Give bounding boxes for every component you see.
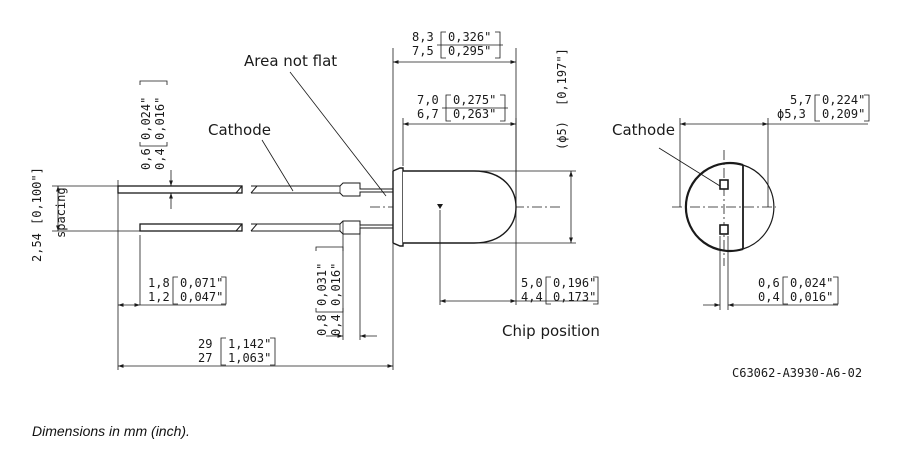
front-extension-lines: [679, 118, 769, 310]
side-extension-lines: [52, 48, 576, 370]
cathode-side-leader: [261, 139, 294, 192]
svg-text:[0,100"]: [0,100"]: [30, 167, 44, 225]
svg-text:spacing: spacing: [54, 187, 68, 238]
svg-text:0,031": 0,031": [315, 263, 329, 306]
lead-thickness-dimension: 0,6 0,4 0,024" 0,016": [139, 80, 168, 170]
svg-text:1,8: 1,8: [148, 276, 170, 290]
svg-text:0,016": 0,016": [329, 263, 343, 306]
body-length-dimension: 7,0 6,7 0,275" 0,263": [417, 93, 508, 122]
svg-text:0,209": 0,209": [822, 107, 865, 121]
svg-text:6,7: 6,7: [417, 107, 439, 121]
svg-text:0,173": 0,173": [553, 290, 596, 304]
svg-text:0,4: 0,4: [758, 290, 780, 304]
svg-text:5,0: 5,0: [521, 276, 543, 290]
front-cathode-lead: [719, 179, 729, 190]
svg-text:0,016": 0,016": [790, 290, 833, 304]
part-number: C63062-A3930-A6-02: [732, 366, 862, 380]
cathode-front-label: Cathode: [612, 121, 675, 139]
svg-text:0,295": 0,295": [448, 44, 491, 58]
svg-text:0,6: 0,6: [139, 148, 153, 170]
chip-position-label: Chip position: [502, 322, 600, 340]
front-view: Cathode 5,7 ϕ5,3 0,224" 0,209" 0,6 0,4 0…: [612, 93, 870, 310]
pitch-dimension: 2,54 [0,100"]: [30, 167, 44, 262]
svg-text:7,0: 7,0: [417, 93, 439, 107]
svg-text:0,8: 0,8: [315, 314, 329, 336]
svg-text:0,016": 0,016": [153, 97, 167, 140]
neck-dimension: 0,8 0,4 0,031" 0,016": [315, 246, 344, 336]
area-not-flat-label: Area not flat: [244, 52, 337, 70]
front-diameter-dimension: 5,7 ϕ5,3 0,224" 0,209": [777, 93, 870, 122]
front-lead-dimension: 0,6 0,4 0,024" 0,016": [758, 276, 839, 305]
svg-text:0,4: 0,4: [153, 148, 167, 170]
flange-length-dimension: 8,3 7,5 0,326" 0,295": [412, 30, 503, 59]
svg-text:0,4: 0,4: [329, 314, 343, 336]
lead-stub-dimension: 1,8 1,2 0,071" 0,047": [148, 276, 227, 305]
svg-text:(ϕ5): (ϕ5): [555, 121, 569, 150]
side-view: Area not flat Cathode Chip position 8,3 …: [30, 30, 600, 370]
svg-text:0,196": 0,196": [553, 276, 596, 290]
svg-text:0,024": 0,024": [139, 97, 153, 140]
svg-text:ϕ5,3: ϕ5,3: [777, 107, 806, 121]
spacing-label: spacing: [54, 187, 68, 238]
svg-text:0,024": 0,024": [790, 276, 833, 290]
svg-text:0,224": 0,224": [822, 93, 865, 107]
cathode-side-label: Cathode: [208, 121, 271, 139]
side-dimension-arrows: [56, 60, 598, 368]
svg-text:1,142": 1,142": [228, 337, 271, 351]
chip-position-dimension: 5,0 4,4 0,196" 0,173": [521, 276, 599, 305]
svg-text:0,047": 0,047": [180, 290, 223, 304]
svg-text:1,2: 1,2: [148, 290, 170, 304]
svg-text:0,6: 0,6: [758, 276, 780, 290]
svg-text:0,275": 0,275": [453, 93, 496, 107]
diameter-dimension: (ϕ5) [0,197"]: [555, 48, 569, 150]
svg-text:0,263": 0,263": [453, 107, 496, 121]
svg-text:0,326": 0,326": [448, 30, 491, 44]
svg-text:5,7: 5,7: [790, 93, 812, 107]
lower-lead: [139, 220, 393, 235]
svg-text:2,54: 2,54: [30, 233, 44, 262]
overall-length-dimension: 29 27 1,142" 1,063": [198, 337, 276, 366]
svg-text:8,3: 8,3: [412, 30, 434, 44]
svg-text:[0,197"]: [0,197"]: [555, 48, 569, 106]
svg-text:29: 29: [198, 337, 212, 351]
svg-text:7,5: 7,5: [412, 44, 434, 58]
upper-lead: [117, 182, 393, 197]
front-anode-lead: [719, 224, 729, 235]
svg-text:1,063": 1,063": [228, 351, 271, 365]
svg-text:0,071": 0,071": [180, 276, 223, 290]
cathode-front-leader: [658, 147, 721, 187]
caption: Dimensions in mm (inch).: [32, 423, 190, 439]
svg-text:4,4: 4,4: [521, 290, 543, 304]
svg-text:27: 27: [198, 351, 212, 365]
area-not-flat-leader: [289, 71, 387, 197]
led-body: [392, 167, 517, 247]
